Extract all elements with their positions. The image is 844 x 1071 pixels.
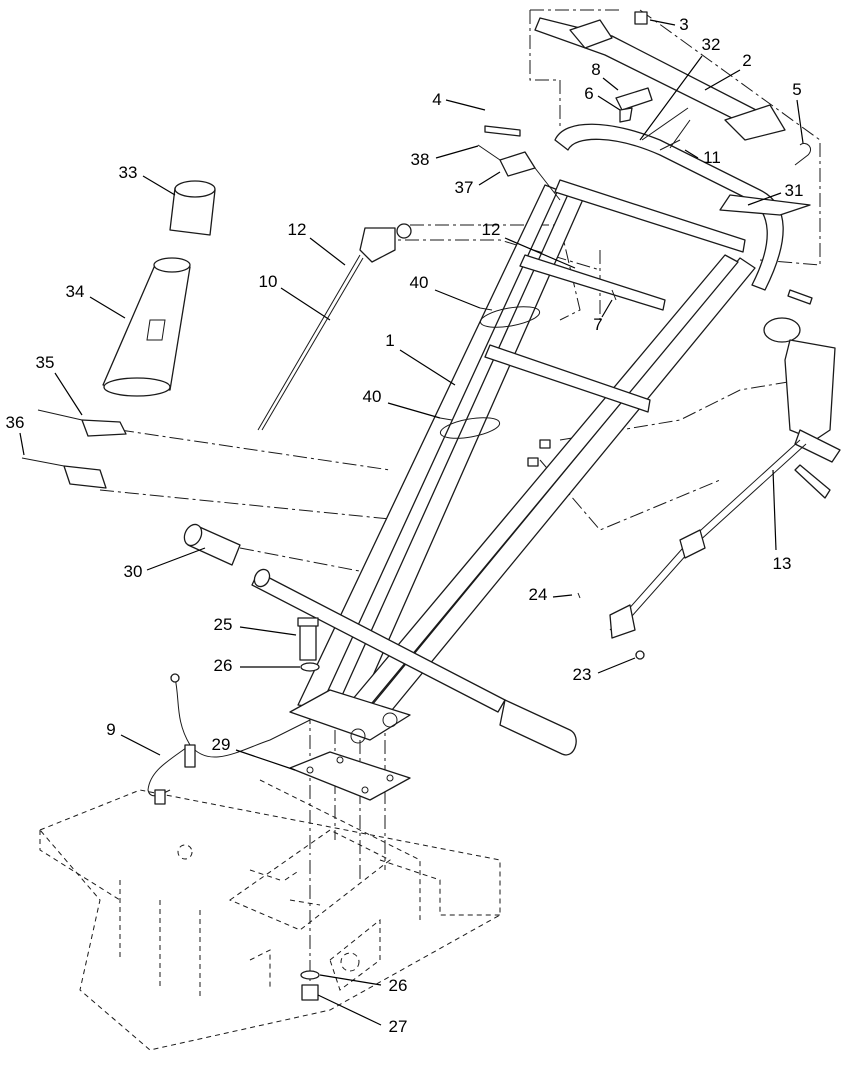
- callout-29: 29: [212, 735, 231, 754]
- callout-5: 5: [792, 80, 801, 99]
- callout-12-left: 12: [288, 220, 307, 239]
- callout-7: 7: [593, 315, 602, 334]
- control-bar: [183, 523, 577, 756]
- mower-frame: [39, 779, 501, 1051]
- grip-spacers: [21, 409, 127, 489]
- callout-40-lower: 40: [363, 387, 382, 406]
- callout-1: 1: [385, 331, 394, 350]
- callout-31: 31: [785, 181, 804, 200]
- callout-36: 36: [6, 413, 25, 432]
- callout-10: 10: [259, 272, 278, 291]
- callout-26-upper: 26: [214, 656, 233, 675]
- callout-11: 11: [703, 148, 721, 167]
- callout-38: 38: [411, 150, 430, 169]
- callout-35: 35: [36, 353, 55, 372]
- callout-8: 8: [591, 60, 600, 79]
- upper-cable-assembly: [534, 11, 812, 216]
- lever-assembly: [577, 317, 841, 660]
- callout-13: 13: [773, 554, 792, 573]
- callout-40-upper: 40: [410, 273, 429, 292]
- callout-33: 33: [119, 163, 138, 182]
- assembly-lines: [99, 9, 821, 985]
- handle-frame: [289, 123, 784, 744]
- control-rod: [257, 223, 412, 431]
- callout-24: 24: [529, 585, 548, 604]
- callout-30: 30: [124, 562, 143, 581]
- callouts: 1 2 3 4 5 6 7 8 9 10 11 12 12 13 23 24 2: [6, 15, 804, 1036]
- mount-plate-29: [289, 751, 411, 801]
- cable-ties: [439, 306, 541, 439]
- callout-37: 37: [455, 178, 474, 197]
- handle-grip: [102, 180, 216, 397]
- wire-harness: [147, 673, 311, 805]
- callout-34: 34: [66, 282, 85, 301]
- callout-3: 3: [679, 15, 688, 34]
- callout-12-right: 12: [482, 220, 501, 239]
- callout-23: 23: [573, 665, 592, 684]
- callout-6: 6: [584, 84, 593, 103]
- callout-4: 4: [432, 90, 441, 109]
- callout-9: 9: [106, 720, 115, 739]
- callout-27: 27: [389, 1017, 408, 1036]
- callout-32: 32: [702, 35, 721, 54]
- cable-bracket: [477, 125, 561, 201]
- callout-26-lower: 26: [389, 976, 408, 995]
- callout-25: 25: [214, 615, 233, 634]
- hardware: [297, 289, 813, 1001]
- callout-2: 2: [742, 51, 751, 70]
